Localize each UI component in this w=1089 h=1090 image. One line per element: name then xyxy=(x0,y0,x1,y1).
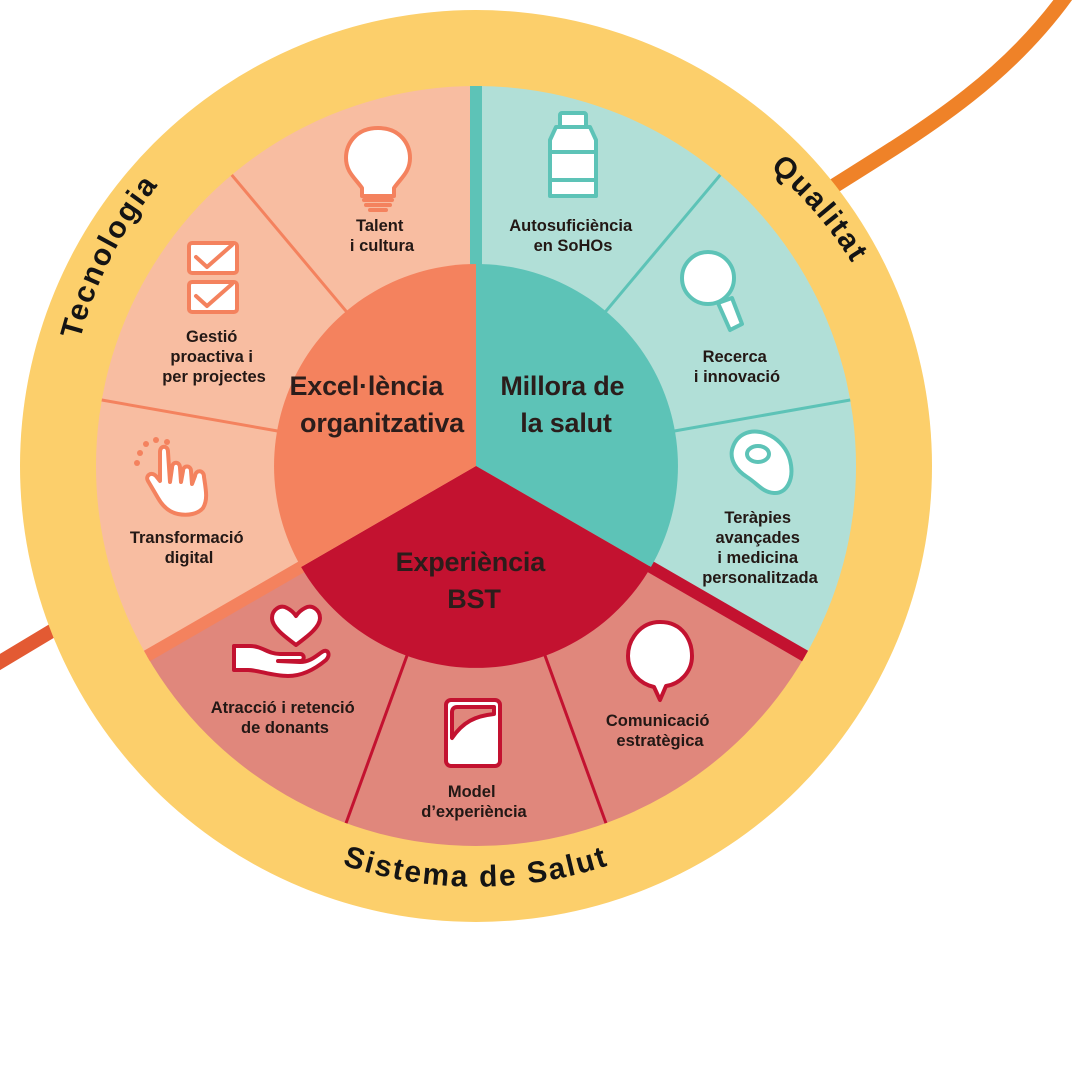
blood-bottle-icon xyxy=(548,111,598,198)
hand-heart-icon xyxy=(232,604,331,678)
segment-divider-line xyxy=(672,398,851,433)
cell-icon xyxy=(729,429,794,495)
segment-label-transformacio: Transformació digital xyxy=(130,529,248,567)
segment-divider-line xyxy=(542,653,608,824)
segment-label-terapies: Teràpies avançades i medicina personalit… xyxy=(702,509,818,587)
core-label-experiencia: Experiència BST xyxy=(396,547,553,614)
core-label-excellencia: Excel·lència organitzativa xyxy=(289,371,465,438)
segment-label-gestio: Gestió proactiva i per projectes xyxy=(162,328,266,386)
touch-hand-icon xyxy=(134,437,209,517)
segment-label-recerca: Recerca i innovació xyxy=(694,348,780,386)
document-icon xyxy=(444,698,502,768)
segment-label-model: Model d’experiència xyxy=(421,783,527,821)
segment-divider-line xyxy=(101,398,280,433)
segment-label-comunicacio: Comunicació estratègica xyxy=(606,712,714,750)
segment-divider-line xyxy=(603,173,722,314)
core-sectors xyxy=(274,264,678,668)
speech-bubble-icon xyxy=(626,620,694,702)
core-sector-millora xyxy=(476,264,678,567)
checklist-icon xyxy=(187,241,239,314)
segment-dividers xyxy=(101,173,851,824)
magnifier-icon xyxy=(680,250,744,332)
segment-label-talent: Talent i cultura xyxy=(350,217,415,255)
lightbulb-icon xyxy=(344,126,412,212)
core-sector-excellencia xyxy=(274,264,476,567)
group-boundary-bar xyxy=(143,560,306,662)
curve-line-top-right xyxy=(804,0,1072,208)
segment-divider-line xyxy=(344,653,410,824)
segment-label-atraccio: Atracció i retenció de donants xyxy=(211,699,360,737)
segment-divider-line xyxy=(230,173,349,314)
segment-label-autosuficiencia: Autosuficiència en SoHOs xyxy=(509,217,636,255)
core-label-millora: Millora de la salut xyxy=(500,371,631,438)
core-sector-experiencia xyxy=(301,466,651,668)
group-boundary-bar xyxy=(646,560,809,662)
